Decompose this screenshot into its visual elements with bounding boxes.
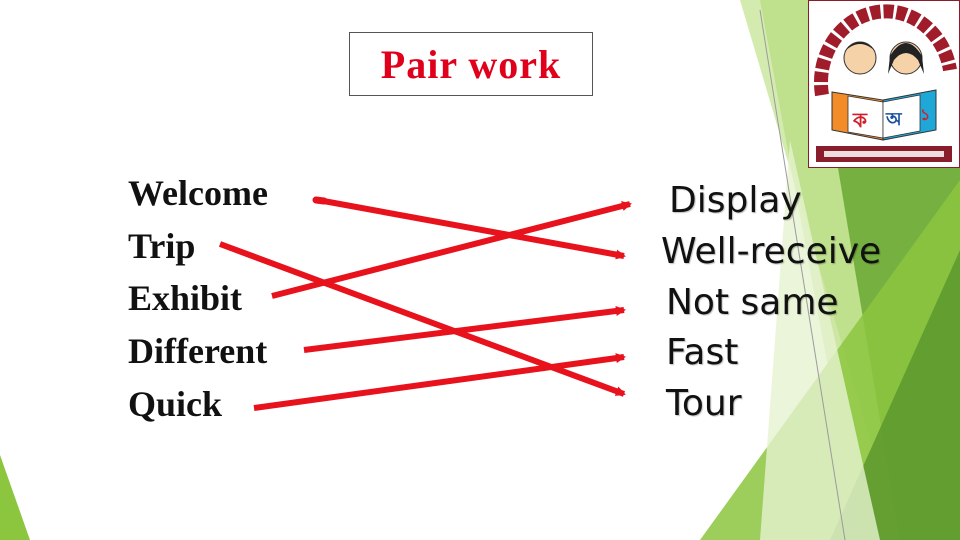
logo-letter-ka: ক <box>852 108 868 132</box>
arrow-different-to-not-same <box>304 310 624 350</box>
education-logo: ক অ ১ <box>808 0 960 168</box>
arrow-welcome-dot <box>316 200 324 201</box>
logo-banner-text <box>824 151 944 157</box>
logo-letter-o: অ <box>885 109 903 130</box>
logo-letter-ek: ১ <box>920 105 930 124</box>
logo-boy-face <box>844 42 876 74</box>
arrow-quick-to-fast <box>254 357 624 408</box>
logo-frame <box>808 0 960 168</box>
